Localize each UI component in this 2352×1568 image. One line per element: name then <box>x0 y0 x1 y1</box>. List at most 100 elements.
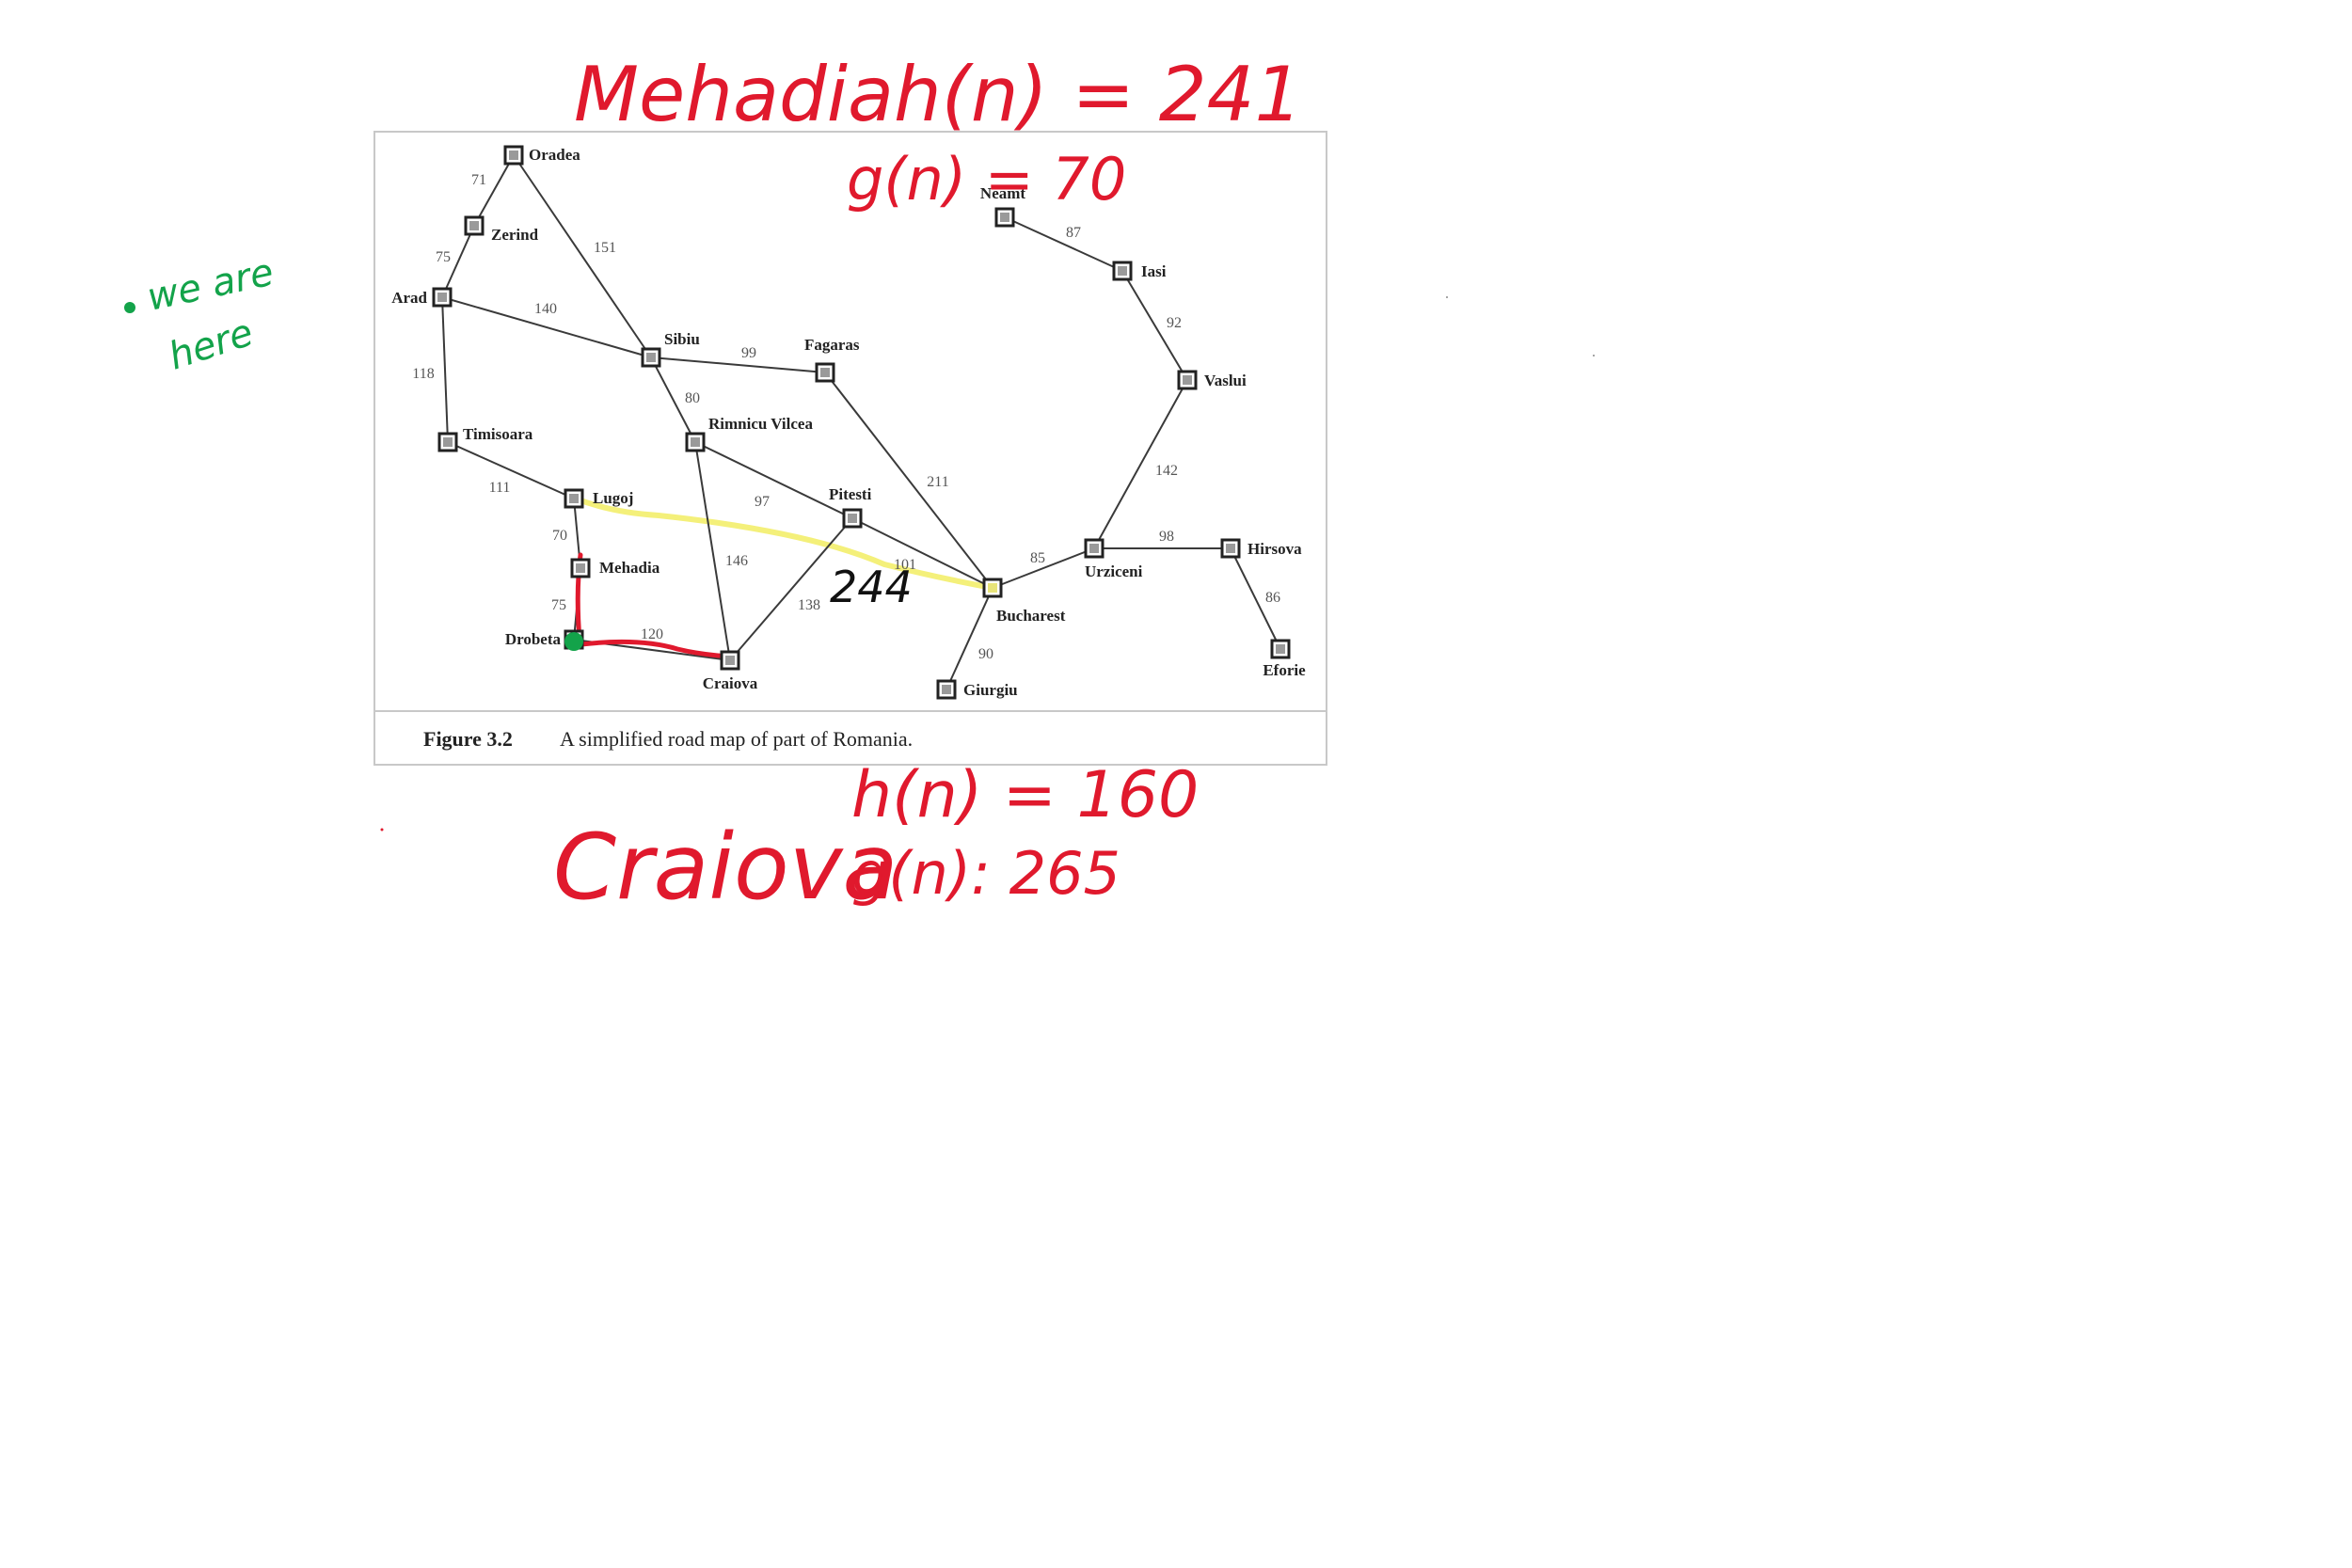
road-pitesti-bucharest <box>851 517 993 589</box>
city-label-giurgiu: Giurgiu <box>963 681 1018 699</box>
city-label-oradea: Oradea <box>529 146 580 164</box>
road-bucharest-urziceni <box>992 547 1095 589</box>
road-distance-label: 101 <box>894 557 916 573</box>
city-label-timisoara: Timisoara <box>463 425 533 443</box>
road-distance-label: 80 <box>685 390 700 406</box>
road-urziceni-vaslui <box>1093 379 1188 549</box>
road-distance-label: 70 <box>552 528 567 544</box>
city-node-fill <box>576 563 585 573</box>
road-distance-label: 97 <box>755 494 770 510</box>
city-label-pitesti: Pitesti <box>829 485 872 503</box>
road-distance-label: 138 <box>798 597 820 613</box>
figure-frame <box>373 131 1327 766</box>
we-are-here-note-line1: we are <box>144 251 278 320</box>
city-node-fill <box>1000 213 1009 222</box>
road-distance-label: 146 <box>725 553 748 569</box>
road-vaslui-iasi <box>1121 270 1188 381</box>
mehadia-heuristic-note: Mehadiah(n) = 241 <box>574 51 1302 138</box>
road-distance-label: 111 <box>489 480 511 496</box>
road-arad-timisoara <box>441 296 449 443</box>
road-distance-label: 75 <box>436 249 451 265</box>
city-node-fill <box>1183 375 1192 385</box>
city-node-fill <box>469 221 479 230</box>
road-distance-label: 211 <box>927 474 948 490</box>
road-sibiu-rimnicu <box>650 356 696 443</box>
road-craiova-pitesti <box>729 517 853 661</box>
road-distance-label: 85 <box>1030 550 1045 566</box>
figure-label: Figure 3.2 <box>423 727 513 751</box>
city-label-urziceni: Urziceni <box>1085 562 1143 580</box>
craiova-cost-note: g(n): 265 <box>851 839 1120 908</box>
city-label-fagaras: Fagaras <box>804 336 860 354</box>
road-iasi-neamt <box>1004 216 1123 272</box>
road-distance-label: 120 <box>641 626 663 642</box>
city-label-lugoj: Lugoj <box>593 489 633 507</box>
stray-mark <box>1446 296 1448 298</box>
city-node-fill <box>820 368 830 377</box>
road-oradea-zerind <box>473 154 515 227</box>
city-nodes: OradeaZerindAradTimisoaraLugojMehadiaDro… <box>391 145 1306 700</box>
road-fagaras-bucharest <box>824 372 993 589</box>
city-node-fill <box>725 656 735 665</box>
city-label-rimnicu: Rimnicu Vilcea <box>708 415 813 433</box>
city-node-fill <box>1276 644 1285 654</box>
city-node-fill <box>1118 266 1127 276</box>
road-sibiu-fagaras <box>650 356 826 373</box>
road-zerind-arad <box>441 225 475 298</box>
city-label-arad: Arad <box>391 289 427 307</box>
yellow-highlight-path <box>573 496 995 591</box>
figure-caption: A simplified road map of part of Romania… <box>560 727 913 751</box>
road-rimnicu-craiova <box>694 441 731 661</box>
road-distance-label: 87 <box>1066 225 1081 241</box>
city-label-eforie: Eforie <box>1263 661 1306 679</box>
city-node-fill <box>848 514 857 523</box>
craiova-heuristic-note: h(n) = 160 <box>851 758 1199 832</box>
road-rimnicu-pitesti <box>694 441 853 519</box>
city-node-fill <box>437 293 447 302</box>
city-node-fill <box>942 685 951 694</box>
we-are-here-note-line2: here <box>164 311 259 379</box>
city-node-fill <box>443 437 453 447</box>
city-label-vaslui: Vaslui <box>1204 372 1247 389</box>
city-label-drobeta: Drobeta <box>505 630 562 648</box>
stray-mark <box>1593 355 1595 356</box>
road-network: 71 75 151 140 118 111 70 75 120 99 80 97 146 138 211 10… <box>412 154 1281 690</box>
stray-mark <box>380 828 384 832</box>
road-distance-label: 151 <box>594 240 616 256</box>
city-label-iasi: Iasi <box>1141 262 1167 280</box>
current-location-marker <box>564 632 583 651</box>
city-label-sibiu: Sibiu <box>664 330 700 348</box>
road-timisoara-lugoj <box>447 441 575 499</box>
city-label-neamt: Neamt <box>980 184 1025 202</box>
path-estimate-note: 244 <box>830 562 913 612</box>
road-distance-label: 98 <box>1159 529 1174 545</box>
road-distance-label: 71 <box>471 172 486 188</box>
road-distance-label: 75 <box>551 597 566 613</box>
craiova-title-note: Craiova <box>553 815 898 920</box>
city-node-fill <box>691 437 700 447</box>
city-label-craiova: Craiova <box>703 674 758 692</box>
city-label-bucharest: Bucharest <box>996 607 1066 625</box>
road-distance-label: 99 <box>741 345 756 361</box>
city-node-fill <box>646 353 656 362</box>
city-node-fill <box>1089 544 1099 553</box>
road-distance-label: 118 <box>412 366 434 382</box>
road-hirsova-eforie <box>1230 547 1281 650</box>
city-label-zerind: Zerind <box>491 226 539 244</box>
city-label-hirsova: Hirsova <box>1248 540 1302 558</box>
city-node-fill <box>509 150 518 160</box>
road-distance-label: 90 <box>978 646 993 662</box>
road-distance-label: 86 <box>1265 590 1280 606</box>
city-node-fill <box>1226 544 1235 553</box>
road-oradea-sibiu <box>513 154 652 358</box>
road-arad-sibiu <box>441 296 652 358</box>
city-node-fill <box>988 583 997 593</box>
city-node-fill <box>569 494 579 503</box>
road-bucharest-giurgiu <box>946 587 993 690</box>
mehadia-cost-note: g(n) = 70 <box>847 145 1126 214</box>
road-distance-label: 140 <box>534 301 557 317</box>
city-label-mehadia: Mehadia <box>599 559 660 577</box>
green-bullet-icon <box>124 302 135 313</box>
road-distance-label: 92 <box>1167 315 1182 331</box>
